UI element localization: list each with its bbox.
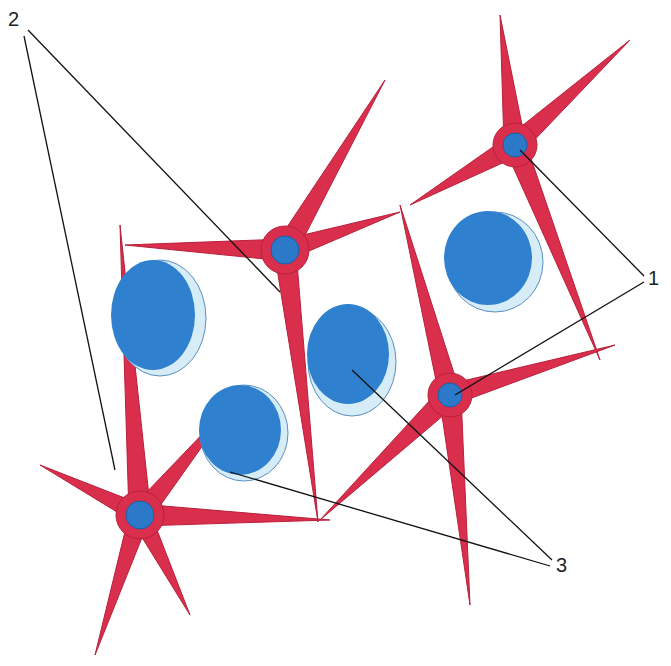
reticular-cells	[40, 15, 630, 655]
callout-number: 1	[646, 267, 661, 289]
callout-number: 2	[6, 8, 21, 30]
leader-lines	[24, 30, 644, 566]
lymphocytes	[111, 211, 543, 481]
callout-number: 3	[554, 554, 569, 576]
